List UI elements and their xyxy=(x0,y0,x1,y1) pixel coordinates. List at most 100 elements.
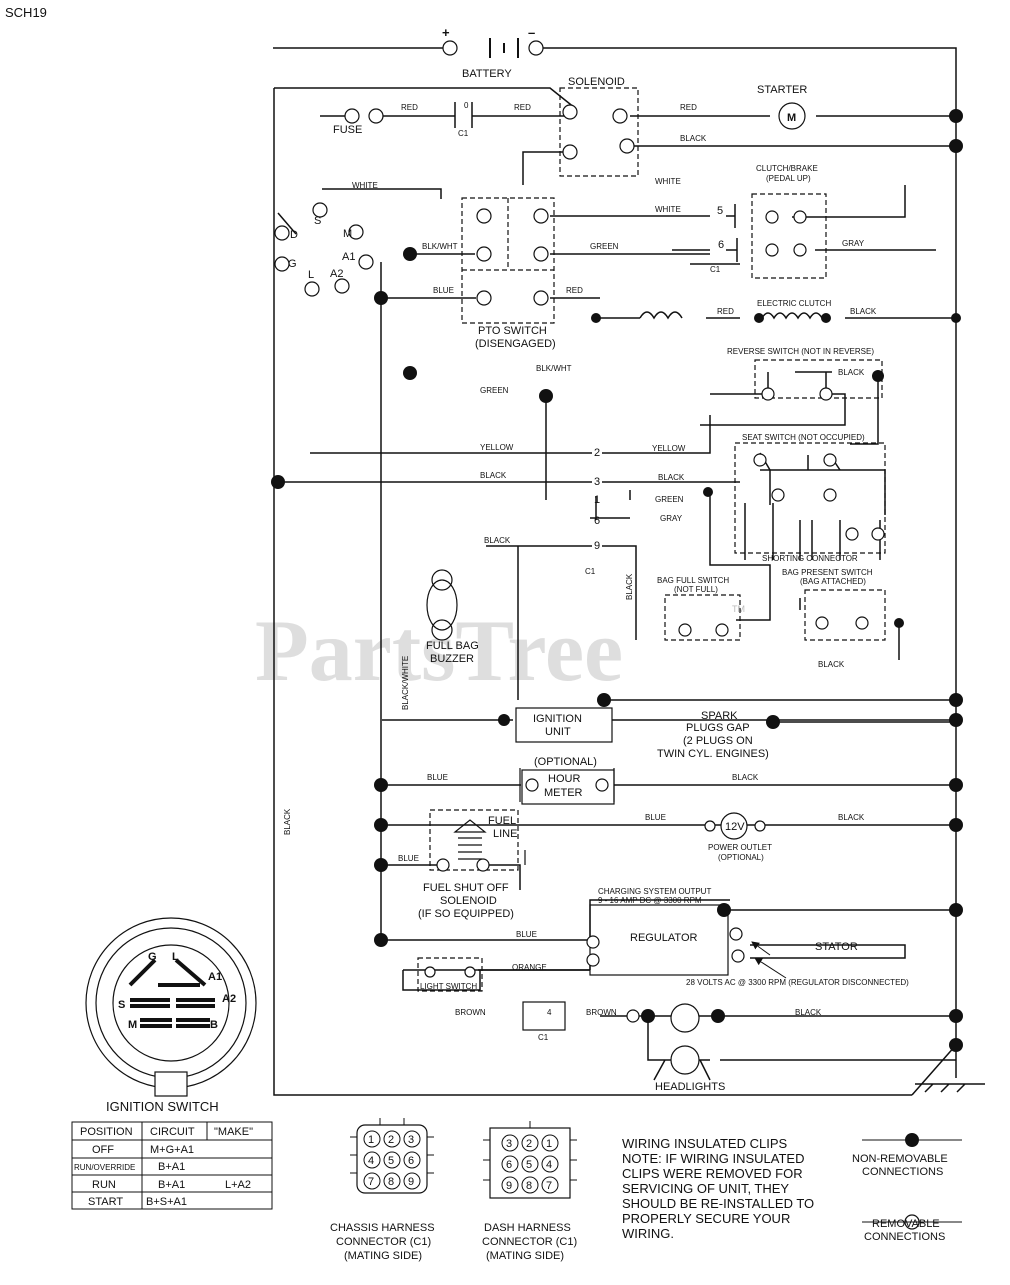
svg-text:C1: C1 xyxy=(710,265,721,274)
svg-text:REVERSE SWITCH (NOT IN REVERSE: REVERSE SWITCH (NOT IN REVERSE) xyxy=(727,347,874,356)
svg-text:FUEL: FUEL xyxy=(488,815,516,827)
svg-text:C1: C1 xyxy=(538,1033,549,1042)
svg-text:NON-REMOVABLE: NON-REMOVABLE xyxy=(852,1153,948,1165)
svg-text:BLUE: BLUE xyxy=(516,930,537,939)
svg-text:NOTE: IF WIRING INSULATED: NOTE: IF WIRING INSULATED xyxy=(622,1151,805,1166)
svg-text:CLIPS WERE REMOVED FOR: CLIPS WERE REMOVED FOR xyxy=(622,1166,803,1181)
svg-text:GRAY: GRAY xyxy=(842,239,865,248)
svg-text:SOLENOID: SOLENOID xyxy=(440,895,497,907)
svg-text:8: 8 xyxy=(526,1180,532,1192)
svg-text:1: 1 xyxy=(368,1134,374,1146)
svg-text:1: 1 xyxy=(594,494,600,506)
svg-text:BLACK: BLACK xyxy=(818,660,845,669)
svg-text:DASH HARNESS: DASH HARNESS xyxy=(484,1222,571,1234)
svg-text:STATOR: STATOR xyxy=(815,941,858,953)
svg-text:(DISENGAGED): (DISENGAGED) xyxy=(475,338,556,350)
svg-text:WIRING INSULATED CLIPS: WIRING INSULATED CLIPS xyxy=(622,1136,788,1151)
ignition-table: POSITION CIRCUIT "MAKE" OFF M+G+A1 RUN/O… xyxy=(71,1121,273,1210)
svg-text:A1: A1 xyxy=(208,971,222,983)
svg-text:LIGHT SWITCH: LIGHT SWITCH xyxy=(420,982,477,991)
svg-text:6: 6 xyxy=(594,515,600,527)
svg-text:4: 4 xyxy=(547,1008,552,1017)
svg-text:BLUE: BLUE xyxy=(433,286,454,295)
svg-text:CIRCUIT: CIRCUIT xyxy=(150,1126,195,1138)
svg-text:IGNITION: IGNITION xyxy=(533,713,582,725)
svg-text:WHITE: WHITE xyxy=(655,205,681,214)
svg-text:"MAKE": "MAKE" xyxy=(214,1126,253,1138)
svg-text:YELLOW: YELLOW xyxy=(480,443,514,452)
svg-text:6: 6 xyxy=(506,1159,512,1171)
charging-system-labels: CHARGING SYSTEM OUTPUT 9 - 16 AMP DC @ 3… xyxy=(420,887,909,1093)
svg-text:ORANGE: ORANGE xyxy=(512,963,547,972)
svg-text:FUEL SHUT OFF: FUEL SHUT OFF xyxy=(423,882,509,894)
svg-text:RED: RED xyxy=(401,103,418,112)
ignition-switch-title: IGNITION SWITCH xyxy=(106,1099,219,1114)
svg-text:A2: A2 xyxy=(222,993,236,1005)
svg-text:YELLOW: YELLOW xyxy=(652,444,686,453)
page-code: SCH19 xyxy=(5,5,47,20)
svg-text:A1: A1 xyxy=(342,251,355,263)
electric-clutch-label: ELECTRIC CLUTCH xyxy=(757,299,831,308)
battery-label: BATTERY xyxy=(462,68,512,80)
svg-text:C1: C1 xyxy=(458,129,469,138)
svg-text:L: L xyxy=(308,269,314,281)
svg-text:SPARK: SPARK xyxy=(701,710,738,722)
svg-text:PTO SWITCH: PTO SWITCH xyxy=(478,325,547,337)
svg-text:BLACK: BLACK xyxy=(680,134,707,143)
svg-text:(BAG ATTACHED): (BAG ATTACHED) xyxy=(800,577,866,586)
svg-text:G: G xyxy=(288,258,297,270)
svg-text:BLACK: BLACK xyxy=(850,307,877,316)
svg-text:2: 2 xyxy=(526,1138,532,1150)
svg-text:HOUR: HOUR xyxy=(548,773,580,785)
svg-text:7: 7 xyxy=(368,1176,374,1188)
svg-text:6: 6 xyxy=(408,1155,414,1167)
svg-text:12V: 12V xyxy=(725,821,745,833)
svg-text:RED: RED xyxy=(514,103,531,112)
svg-text:2: 2 xyxy=(388,1134,394,1146)
svg-text:GREEN: GREEN xyxy=(590,242,619,251)
ignition-unit-labels: IGNITION UNIT SPARK PLUGS GAP (2 PLUGS O… xyxy=(533,710,769,760)
top-labels: + – BATTERY SOLENOID STARTER M FUSE RED … xyxy=(333,25,807,186)
svg-text:TM: TM xyxy=(732,604,745,614)
svg-text:5: 5 xyxy=(717,205,723,217)
svg-text:BLK/WHT: BLK/WHT xyxy=(536,364,572,373)
clutch-brake-labels: CLUTCH/BRAKE (PEDAL UP) 5 6 C1 GRAY ELEC… xyxy=(710,164,877,316)
legend: NON-REMOVABLE CONNECTIONS REMOVABLE CONN… xyxy=(852,1139,962,1243)
svg-text:BLACK: BLACK xyxy=(480,471,507,480)
svg-text:BUZZER: BUZZER xyxy=(430,653,474,665)
svg-text:BLK/WHT: BLK/WHT xyxy=(422,242,458,251)
svg-text:(NOT FULL): (NOT FULL) xyxy=(674,585,718,594)
svg-text:FULL BAG: FULL BAG xyxy=(426,640,479,652)
svg-text:B+A1: B+A1 xyxy=(158,1161,185,1173)
svg-text:BLUE: BLUE xyxy=(645,813,666,822)
svg-text:M: M xyxy=(787,112,796,124)
svg-text:9: 9 xyxy=(408,1176,414,1188)
svg-text:B+S+A1: B+S+A1 xyxy=(146,1196,187,1208)
svg-text:(OPTIONAL): (OPTIONAL) xyxy=(718,853,764,862)
svg-text:GREEN: GREEN xyxy=(655,495,684,504)
svg-text:BLACK: BLACK xyxy=(838,368,865,377)
fuse-label: FUSE xyxy=(333,124,362,136)
svg-text:BLACK: BLACK xyxy=(732,773,759,782)
svg-text:8: 8 xyxy=(388,1176,394,1188)
svg-text:BLUE: BLUE xyxy=(398,854,419,863)
svg-text:RUN/OVERRIDE: RUN/OVERRIDE xyxy=(74,1163,135,1172)
ignition-switch-diagram: G L A1 A2 S M B IGNITION SWITCH xyxy=(85,917,257,1114)
svg-text:M+G+A1: M+G+A1 xyxy=(150,1144,194,1156)
svg-text:B+A1: B+A1 xyxy=(158,1179,185,1191)
svg-text:9: 9 xyxy=(594,540,600,552)
svg-text:BLUE: BLUE xyxy=(427,773,448,782)
svg-text:POWER OUTLET: POWER OUTLET xyxy=(708,843,772,852)
svg-text:BAG FULL SWITCH: BAG FULL SWITCH xyxy=(657,576,729,585)
svg-text:HEADLIGHTS: HEADLIGHTS xyxy=(655,1081,725,1093)
clips-note: WIRING INSULATED CLIPS NOTE: IF WIRING I… xyxy=(622,1136,814,1241)
svg-text:REMOVABLE: REMOVABLE xyxy=(872,1218,940,1230)
svg-text:7: 7 xyxy=(546,1180,552,1192)
dash-harness-connector: 3 2 1 6 5 4 9 8 7 DASH HARNESS CONNECTOR… xyxy=(482,1121,577,1262)
chassis-harness-connector: 1 2 3 4 5 6 7 8 9 CHASSIS HARNESS CONNEC… xyxy=(330,1118,435,1262)
svg-text:UNIT: UNIT xyxy=(545,726,571,738)
svg-text:(OPTIONAL): (OPTIONAL) xyxy=(534,756,597,768)
svg-text:+: + xyxy=(442,25,450,40)
